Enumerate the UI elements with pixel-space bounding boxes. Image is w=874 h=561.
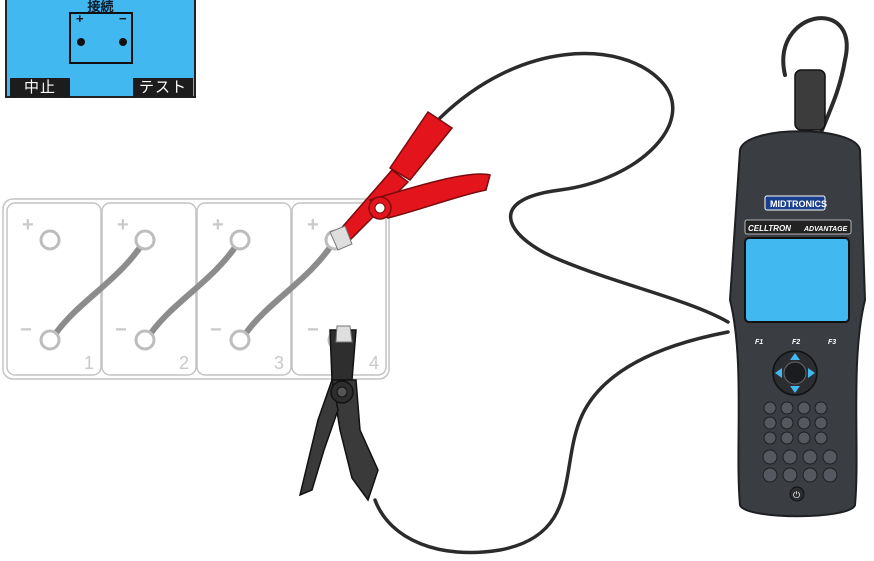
abort-softkey[interactable]: 中止 [10,78,70,97]
plus-sign: + [76,11,84,26]
svg-text:−: − [210,319,222,341]
svg-text:⏻: ⏻ [793,490,800,501]
battery-symbol: + − [69,12,133,64]
svg-text:+: + [307,214,319,236]
svg-text:−: − [20,319,32,341]
f2-key: F2 [792,339,800,346]
model-left-label: CELLTRON [748,224,791,233]
positive-clamp [330,112,490,250]
negative-terminal-dot [119,38,127,46]
lcd-inset-screen: 接続 + − 中止 テスト [5,0,196,98]
svg-text:−: − [115,319,127,341]
positive-terminal-dot [77,38,85,46]
svg-text:−: − [307,319,319,341]
cell-number-3: 3 [274,353,284,373]
svg-text:+: + [117,214,129,236]
cell-number-2: 2 [179,353,189,373]
battery-tester: MIDTRONICS CELLTRON ADVANTAGE F1 F2 F3 ⏻ [730,70,865,516]
f3-key: F3 [828,339,836,346]
brand-label: MIDTRONICS [770,199,827,209]
svg-text:+: + [212,214,224,236]
cell-number-4: 4 [369,353,379,373]
f1-key: F1 [755,339,763,346]
model-right-label: ADVANTAGE [803,226,848,233]
svg-text:+: + [22,214,34,236]
tester-screen [745,238,849,322]
test-softkey[interactable]: テスト [133,78,193,97]
minus-sign: − [119,11,127,26]
cell-number-1: 1 [84,353,94,373]
